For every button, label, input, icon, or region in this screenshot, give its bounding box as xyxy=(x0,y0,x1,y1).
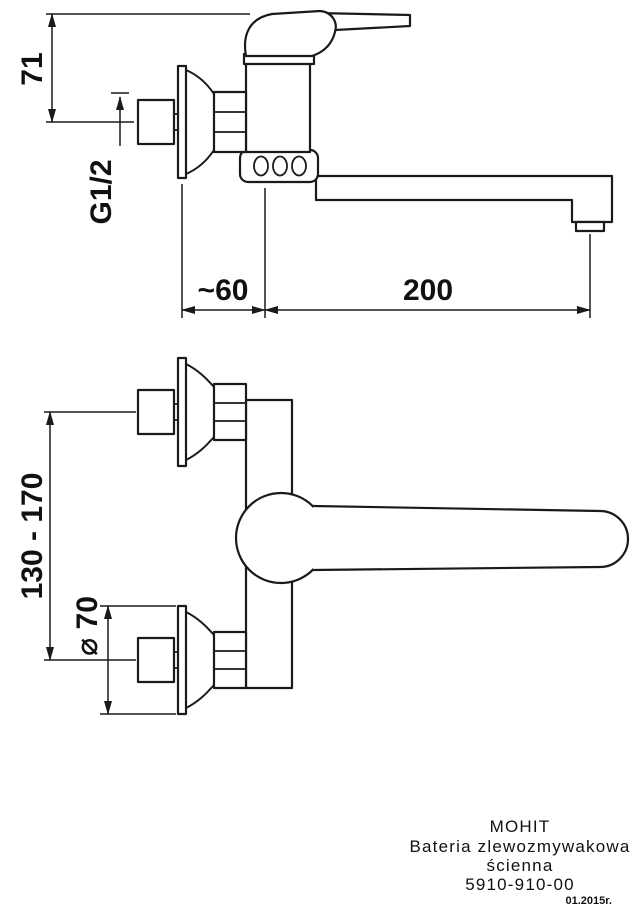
dim-chain-horizontal: ~60 200 xyxy=(181,184,591,318)
wall-mount-bottom xyxy=(136,604,248,716)
inlet-stub-side xyxy=(136,98,176,146)
model-number: 5910-910-00 xyxy=(465,875,575,894)
spout-side xyxy=(314,174,614,224)
hex-nut-bottom xyxy=(212,630,248,690)
thread-label: G1/2 xyxy=(85,159,118,224)
wall-flange-bottom xyxy=(176,604,188,716)
dim-flange-diameter: ⌀ 70 xyxy=(71,596,176,715)
dim-handle-height: 71 xyxy=(16,12,250,123)
dim-130-label: 130 - 170 xyxy=(16,473,49,600)
title-block: MOHIT Bateria zlewozmywakowa ścienna 591… xyxy=(409,817,630,907)
spout-ball-joint xyxy=(234,491,328,585)
wall-flange-top xyxy=(176,356,188,468)
description-line1: Bateria zlewozmywakowa xyxy=(409,837,630,856)
bell-horn-top-upper xyxy=(185,363,215,388)
side-view: 71 G1/2 ~60 200 xyxy=(16,9,614,318)
hex-nut-top xyxy=(212,382,248,442)
bell-horn-bottom-lower xyxy=(185,684,215,709)
dim-60-label: ~60 xyxy=(198,274,249,307)
faucet-body-side xyxy=(244,60,312,154)
bell-horn-bottom-side xyxy=(185,149,215,175)
junction-ring-3 xyxy=(291,155,307,177)
bell-horn-top-lower xyxy=(185,436,215,461)
aerator xyxy=(574,220,606,233)
front-view: 130 - 170 ⌀ 70 xyxy=(16,356,630,716)
dim-200-label: 200 xyxy=(403,274,453,307)
dim-mount-spacing: 130 - 170 xyxy=(16,411,136,661)
hex-nut-side xyxy=(212,90,248,154)
date-stamp: 01.2015r. xyxy=(566,895,613,907)
dim-71-label: 71 xyxy=(16,52,49,85)
spout-tube-front xyxy=(312,504,630,572)
handle-hood xyxy=(243,9,337,58)
inlet-stub-bottom xyxy=(136,636,176,684)
brand-text: MOHIT xyxy=(490,817,551,836)
bell-horn-bottom-upper xyxy=(185,611,215,636)
dim-70-label: ⌀ 70 xyxy=(71,596,104,656)
wall-mount-top xyxy=(136,356,248,468)
bell-horn-top-side xyxy=(185,69,215,95)
junction-ring-1 xyxy=(253,155,269,177)
wall-flange-side xyxy=(176,64,188,180)
inlet-stub-top xyxy=(136,388,176,436)
dim-thread-callout: G1/2 xyxy=(85,92,129,225)
junction-ring-2 xyxy=(272,155,288,177)
description-line2: ścienna xyxy=(487,856,554,875)
